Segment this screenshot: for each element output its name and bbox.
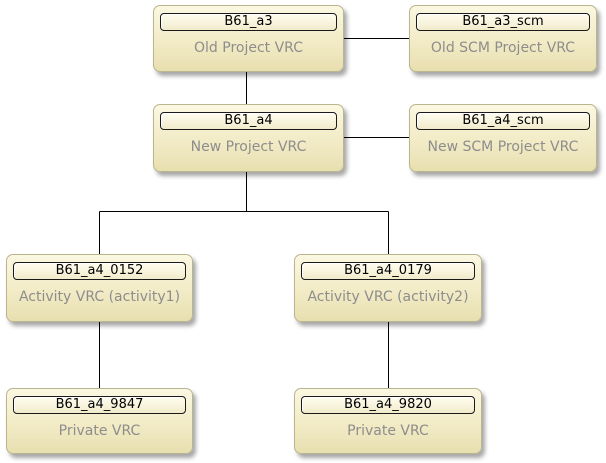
node-name: B61_a4_9820 — [301, 396, 475, 414]
node-type: Old SCM Project VRC — [430, 40, 576, 56]
node-type: Old Project VRC — [194, 40, 303, 56]
node-b61-a4-0179[interactable]: B61_a4_0179 Activity VRC (activity2) — [294, 254, 482, 322]
node-b61-a3-scm[interactable]: B61_a3_scm Old SCM Project VRC — [409, 5, 597, 72]
node-b61-a4-0152[interactable]: B61_a4_0152 Activity VRC (activity1) — [6, 254, 193, 322]
node-b61-a3[interactable]: B61_a3 Old Project VRC — [153, 5, 344, 72]
node-name: B61_a4 — [160, 112, 337, 130]
node-b61-a4[interactable]: B61_a4 New Project VRC — [153, 104, 344, 172]
node-name: B61_a3 — [160, 13, 337, 31]
node-type: Activity VRC (activity1) — [18, 289, 181, 305]
node-name: B61_a4_scm — [416, 112, 590, 130]
node-type: Private VRC — [58, 423, 141, 439]
node-b61-a4-9820[interactable]: B61_a4_9820 Private VRC — [294, 388, 482, 454]
node-name: B61_a4_9847 — [13, 396, 186, 414]
node-name: B61_a4_0179 — [301, 262, 475, 280]
node-b61-a4-scm[interactable]: B61_a4_scm New SCM Project VRC — [409, 104, 597, 172]
node-b61-a4-9847[interactable]: B61_a4_9847 Private VRC — [6, 388, 193, 454]
node-type: New Project VRC — [190, 139, 307, 155]
node-name: B61_a4_0152 — [13, 262, 186, 280]
node-type: New SCM Project VRC — [427, 139, 579, 155]
node-type: Private VRC — [347, 423, 429, 439]
node-name: B61_a3_scm — [416, 13, 590, 31]
node-type: Activity VRC (activity2) — [307, 289, 469, 305]
